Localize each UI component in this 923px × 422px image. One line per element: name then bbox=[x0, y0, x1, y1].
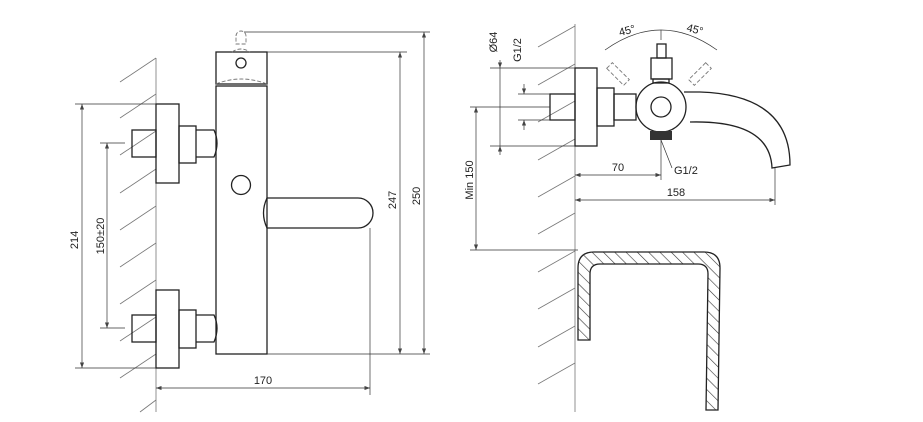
dim-diameter-64: Ø64 bbox=[488, 32, 500, 53]
dimensions-side: Ø64 G1/2 45° 45° Min 150 70 G1/2 158 bbox=[464, 22, 776, 251]
dim-angle-right: 45° bbox=[685, 22, 704, 38]
wall-hatching bbox=[119, 57, 157, 413]
dim-214: 214 bbox=[69, 231, 81, 249]
dim-min-150: Min 150 bbox=[464, 160, 476, 199]
dim-170: 170 bbox=[254, 375, 272, 387]
dim-150: 150±20 bbox=[95, 218, 107, 255]
lower-inlet bbox=[131, 289, 218, 369]
mixer-side bbox=[549, 43, 791, 169]
dimensions-front: 214 150±20 247 250 170 bbox=[69, 31, 430, 395]
wall-hatching-side bbox=[537, 24, 576, 412]
dim-247: 247 bbox=[387, 191, 399, 209]
dim-inlet-thread: G1/2 bbox=[512, 38, 524, 62]
front-view: 214 150±20 247 250 170 bbox=[69, 30, 430, 413]
side-view: Ø64 G1/2 45° 45° Min 150 70 G1/2 158 bbox=[464, 22, 791, 412]
upper-inlet bbox=[131, 103, 218, 184]
dim-70: 70 bbox=[612, 162, 624, 174]
bathtub-section bbox=[577, 251, 721, 411]
dim-158: 158 bbox=[667, 187, 685, 199]
dim-outlet-thread: G1/2 bbox=[674, 165, 698, 177]
dim-angle-left: 45° bbox=[618, 23, 637, 39]
thermostat-body bbox=[215, 30, 374, 355]
dim-250: 250 bbox=[411, 187, 423, 205]
